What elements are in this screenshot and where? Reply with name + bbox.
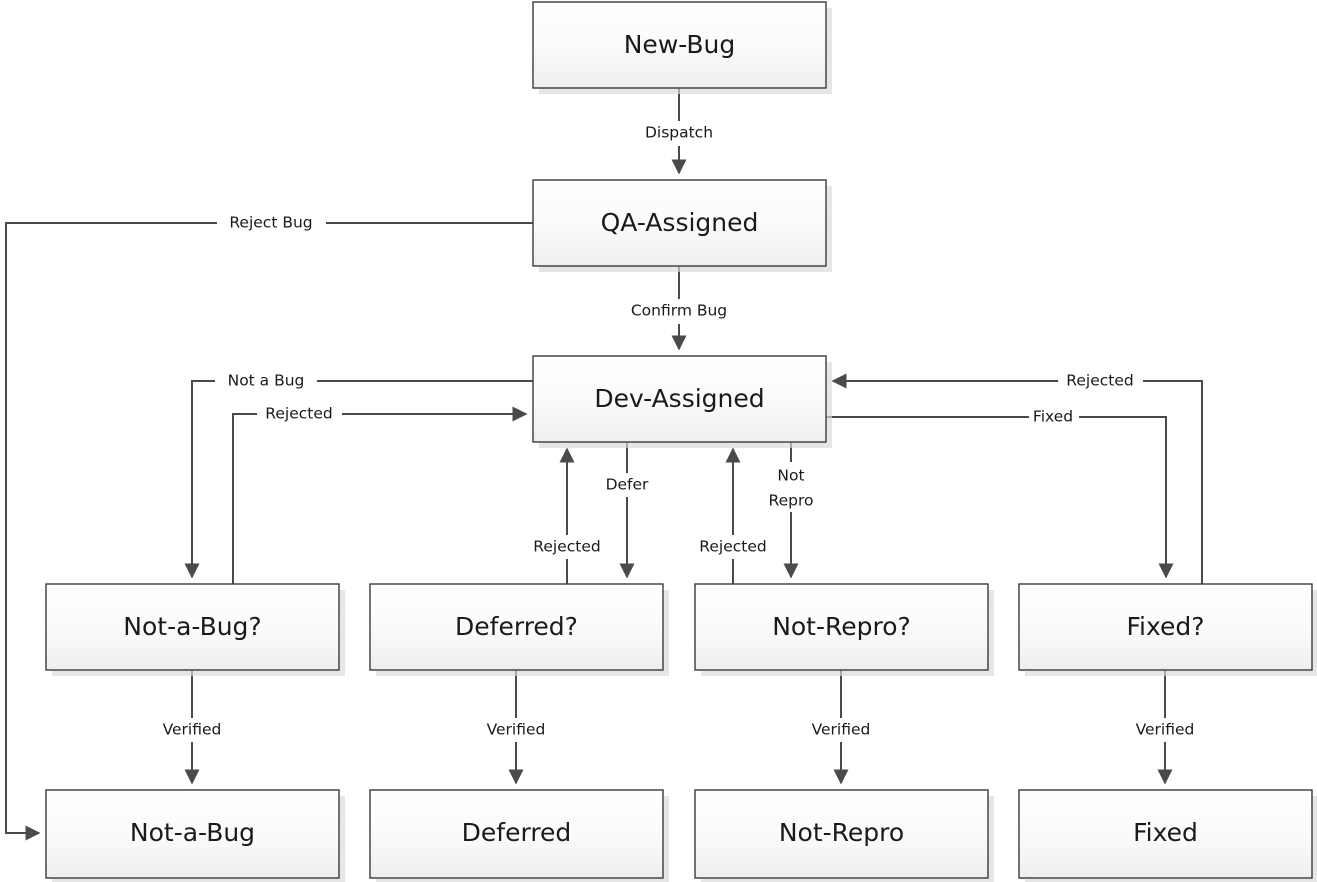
edge-label-rejected-not-repro: Rejected [699,538,766,556]
node-label-not-a-bug-question: Not-a-Bug? [123,612,261,641]
edge-rejected-fixed: Rejected [831,372,1203,584]
node-label-qa-assigned: QA-Assigned [601,208,759,237]
edge-not-a-bug: Not a Bug [184,372,533,579]
edge-rejected-not-repro: Rejected [699,447,767,584]
node-label-deferred: Deferred [462,818,572,847]
edge-label-fixed: Fixed [1033,408,1073,426]
node-deferred[interactable]: Deferred [369,789,669,882]
edge-dispatch: Dispatch [645,88,713,175]
edge-label-verified-not-a-bug: Verified [163,721,222,739]
edge-label-defer: Defer [606,476,649,494]
edge-label-verified-not-repro: Verified [812,721,871,739]
edge-defer: Defer [606,442,649,579]
edge-label-rejected-deferred: Rejected [533,538,600,556]
node-label-not-a-bug: Not-a-Bug [130,818,255,847]
edge-verified-deferred: Verified [487,670,546,785]
edge-verified-not-a-bug: Verified [163,670,222,785]
node-dev-assigned[interactable]: Dev-Assigned [532,355,832,448]
edges-layer: Dispatch Confirm Bug Reject Bug Not a Bu… [5,88,1203,841]
node-not-a-bug[interactable]: Not-a-Bug [45,789,345,882]
node-qa-assigned[interactable]: QA-Assigned [532,179,832,272]
node-not-repro-question[interactable]: Not-Repro? [694,583,994,676]
edge-rejected-not-a-bug: Rejected [232,405,528,584]
node-label-fixed: Fixed [1133,818,1198,847]
node-label-fixed-question: Fixed? [1126,612,1204,641]
node-fixed-question[interactable]: Fixed? [1018,583,1317,676]
node-deferred-question[interactable]: Deferred? [369,583,669,676]
edge-label-dispatch: Dispatch [645,124,713,142]
edge-label-rejected-not-a-bug: Rejected [265,405,332,423]
edge-label-not-a-bug: Not a Bug [228,372,305,390]
edge-label-verified-deferred: Verified [487,721,546,739]
edge-label-confirm-bug: Confirm Bug [631,302,727,320]
edge-label-not-repro-line2: Repro [769,492,814,510]
node-not-a-bug-question[interactable]: Not-a-Bug? [45,583,345,676]
edge-label-rejected-fixed: Rejected [1066,372,1133,390]
edge-label-verified-fixed: Verified [1136,721,1195,739]
edge-not-repro: Not Repro [769,442,814,579]
edge-fixed: Fixed [826,408,1174,579]
node-label-not-repro-question: Not-Repro? [772,612,911,641]
edge-verified-not-repro: Verified [812,670,871,785]
edge-verified-fixed: Verified [1136,670,1195,785]
node-label-new-bug: New-Bug [624,30,736,59]
edge-confirm-bug: Confirm Bug [631,266,727,351]
node-not-repro[interactable]: Not-Repro [694,789,994,882]
node-label-deferred-question: Deferred? [455,612,578,641]
node-label-dev-assigned: Dev-Assigned [594,384,764,413]
edge-label-reject-bug: Reject Bug [229,214,312,232]
edge-reject-bug: Reject Bug [5,214,533,841]
node-new-bug[interactable]: New-Bug [532,1,832,94]
nodes-layer: New-Bug QA-Assigned Dev-Assigned Not-a-B… [45,1,1317,882]
edge-rejected-deferred: Rejected [533,447,601,584]
node-fixed[interactable]: Fixed [1018,789,1317,882]
edge-label-not-repro-line1: Not [777,467,804,485]
node-label-not-repro: Not-Repro [779,818,904,847]
